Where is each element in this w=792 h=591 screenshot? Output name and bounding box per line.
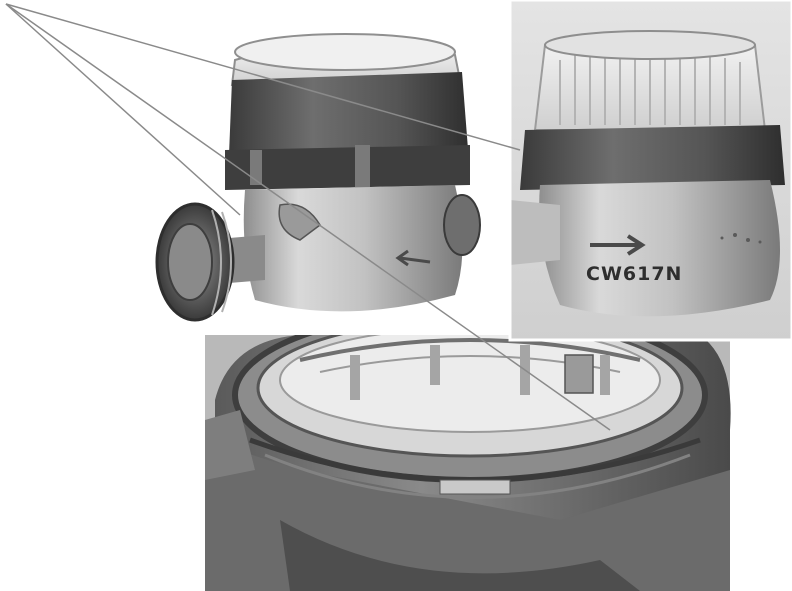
pointer-lines (5, 3, 611, 431)
flow-arrow-icon (590, 234, 646, 256)
housing-closeup-photo (205, 307, 731, 591)
water-meter-photo (155, 0, 510, 335)
marking-closeup-photo: CW617N (508, 0, 792, 342)
flow-arrow-icon (395, 249, 431, 267)
material-marking: CW617N (586, 263, 682, 285)
